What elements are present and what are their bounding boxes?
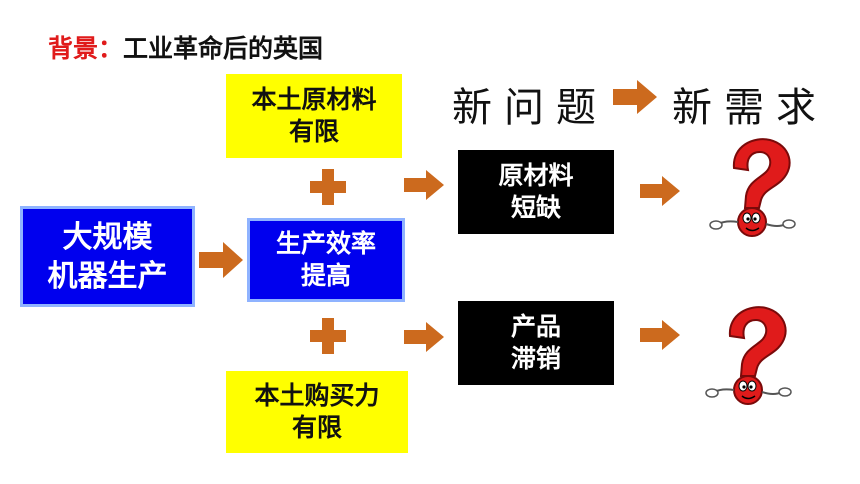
efficiency-line-2: 提高 (300, 261, 351, 290)
mass-production-line-1: 大规模 (62, 219, 153, 255)
title-prefix: 背景： (48, 34, 124, 63)
title-text: 工业革命后的英国 (123, 34, 324, 63)
unsold-line-2: 滞销 (510, 344, 561, 373)
purchasing-power-line-1: 本土购买力 (254, 380, 380, 410)
arrow-right-icon (640, 176, 680, 206)
arrow-right-icon (404, 322, 444, 352)
page-title: 背景：工业革命后的英国 (48, 29, 323, 65)
raw-materials-limited-box: 本土原材料 有限 (226, 74, 402, 158)
heading-new-demand: 新需求 (672, 85, 828, 131)
shortage-line-1: 原材料 (498, 160, 574, 190)
heading-new-problem: 新问题 (452, 85, 608, 131)
purchasing-power-line-2: 有限 (291, 413, 342, 442)
arrow-right-icon (404, 170, 444, 200)
plus-icon (310, 318, 346, 354)
plus-icon (310, 169, 346, 205)
mass-production-line-2: 机器生产 (47, 258, 168, 294)
raw-materials-line-2: 有限 (288, 117, 339, 146)
question-mark-figure-icon (704, 132, 804, 242)
raw-materials-line-1: 本土原材料 (251, 84, 377, 114)
efficiency-line-1: 生产效率 (275, 228, 376, 258)
production-efficiency-box: 生产效率 提高 (247, 218, 405, 302)
arrow-right-icon (199, 242, 243, 278)
shortage-line-2: 短缺 (510, 193, 561, 222)
arrow-right-icon (640, 320, 680, 350)
arrow-right-icon (613, 80, 657, 114)
raw-material-shortage-box: 原材料 短缺 (458, 150, 614, 234)
products-unsold-box: 产品 滞销 (458, 301, 614, 385)
mass-machine-production-box: 大规模 机器生产 (20, 206, 195, 307)
question-mark-figure-icon (700, 300, 800, 410)
purchasing-power-limited-box: 本土购买力 有限 (226, 371, 408, 453)
unsold-line-1: 产品 (510, 311, 561, 341)
